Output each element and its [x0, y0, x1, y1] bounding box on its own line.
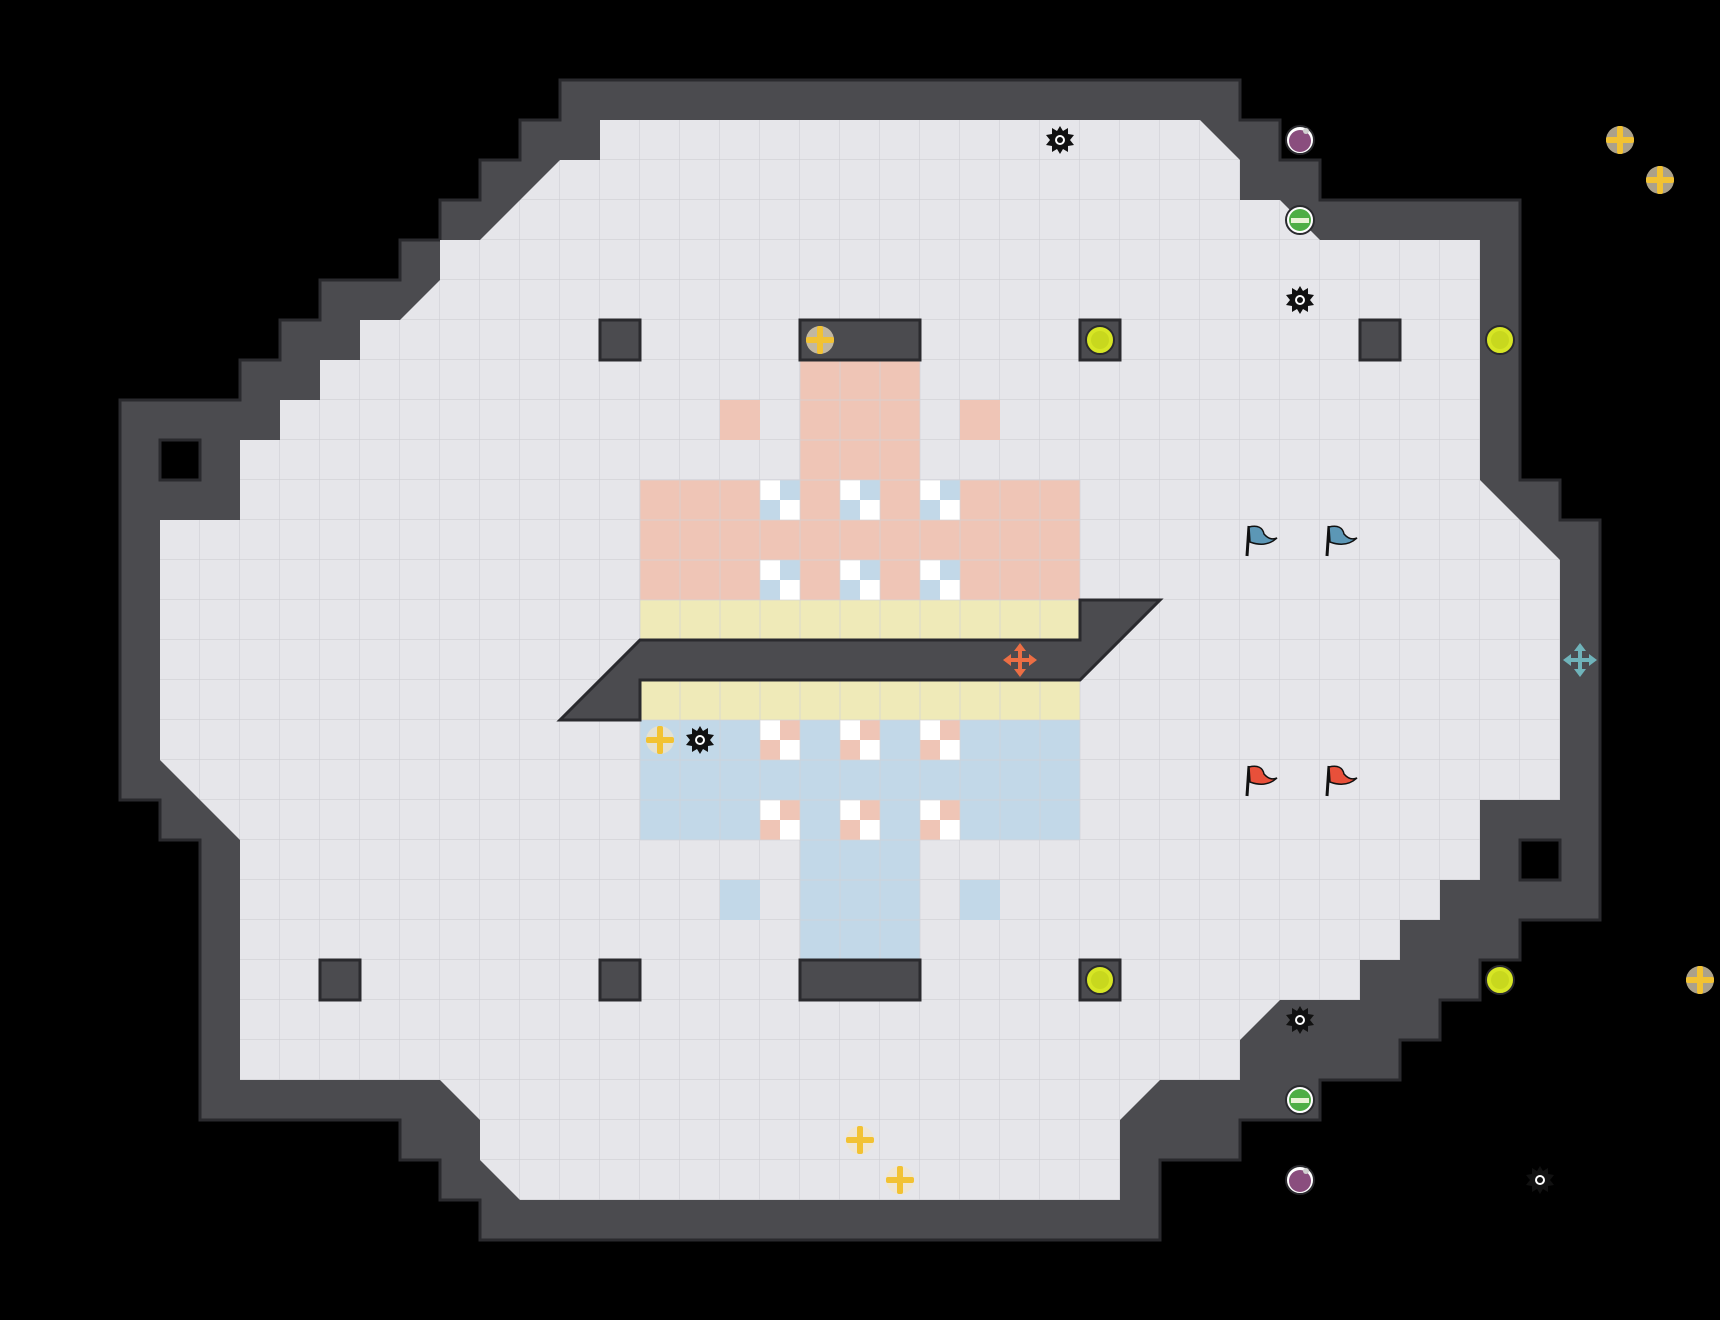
gate-button-icon	[1085, 325, 1115, 355]
powerup-icon	[1686, 966, 1714, 994]
powerup-icon	[846, 1126, 874, 1154]
red-checker-tiles	[760, 720, 960, 840]
gate-button-icon	[1085, 965, 1115, 995]
powerup-icon	[806, 326, 834, 354]
powerup-icon	[1646, 166, 1674, 194]
blue-checker-tiles	[760, 480, 960, 600]
wall-holes	[158, 438, 1562, 882]
center-wall	[556, 598, 1164, 722]
spike-icon	[1526, 1166, 1554, 1194]
bomb-icon	[1285, 1165, 1315, 1195]
red-boost-icon	[1003, 643, 1037, 677]
powerup-icon	[1606, 126, 1634, 154]
gate-button-icon	[1485, 965, 1515, 995]
powerup-icon	[646, 726, 674, 754]
jukejuice-icon	[1285, 205, 1315, 235]
bomb-icon	[1285, 125, 1315, 155]
neutral-zone	[640, 600, 1080, 720]
powerup-icon	[886, 1166, 914, 1194]
teal-boost-icon	[1563, 643, 1597, 677]
red-flag-icon	[1325, 765, 1358, 797]
gate-button-icon	[1485, 325, 1515, 355]
red-flag-icon	[1245, 765, 1278, 797]
jukejuice-icon	[1285, 1085, 1315, 1115]
blue-flag-icon	[1245, 525, 1278, 557]
blue-flag-icon	[1325, 525, 1358, 557]
